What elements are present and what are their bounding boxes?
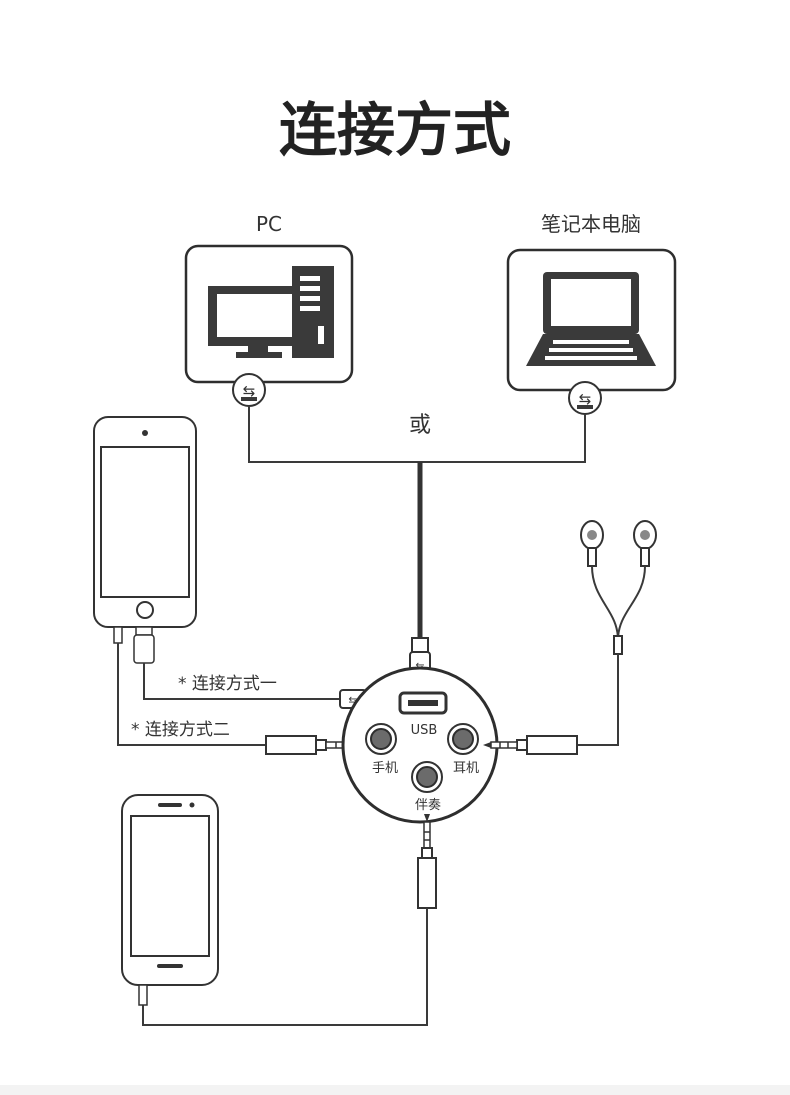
laptop-label: 笔记本电脑 xyxy=(541,212,641,236)
page-title: 连接方式 xyxy=(279,96,511,164)
laptop-usb-port-icon: ⇆ xyxy=(568,381,602,415)
svg-text:⇆: ⇆ xyxy=(243,382,256,400)
hub-usb-port-icon xyxy=(398,691,448,715)
pc-usb-port-icon: ⇆ xyxy=(232,373,266,407)
sound-card-hub: USB 手机 耳机 伴奏 xyxy=(341,666,499,824)
laptop-box xyxy=(506,248,677,392)
pc-label: PC xyxy=(256,212,282,236)
earphones-icon xyxy=(577,520,657,746)
or-label: 或 xyxy=(409,413,431,438)
hub-accompaniment-label: 伴奏 xyxy=(415,798,441,813)
hub-usb-label: USB xyxy=(411,723,438,738)
svg-text:⇆: ⇆ xyxy=(579,390,592,408)
smartphone-top-icon xyxy=(93,416,197,628)
method-one-label: * 连接方式一 xyxy=(178,674,277,694)
audio-jack-plug-right-icon xyxy=(483,735,578,755)
audio-jack-plug-bottom-icon xyxy=(417,814,437,909)
accompaniment-cable xyxy=(142,908,428,1026)
smartphone-bottom-icon xyxy=(121,794,219,1006)
laptop-icon xyxy=(526,272,656,366)
pc-box xyxy=(184,244,354,384)
desktop-computer-icon xyxy=(208,266,334,358)
phone-cables xyxy=(113,626,340,746)
usb-cable: ⇆ xyxy=(248,406,586,677)
hub-phone-label: 手机 xyxy=(372,761,398,776)
hub-earphone-label: 耳机 xyxy=(453,761,479,776)
audio-jack-plug-left-icon xyxy=(265,735,360,755)
svg-text:⇆: ⇆ xyxy=(348,694,357,707)
method-two-label: * 连接方式二 xyxy=(131,720,230,740)
bottom-bar xyxy=(0,1085,790,1095)
